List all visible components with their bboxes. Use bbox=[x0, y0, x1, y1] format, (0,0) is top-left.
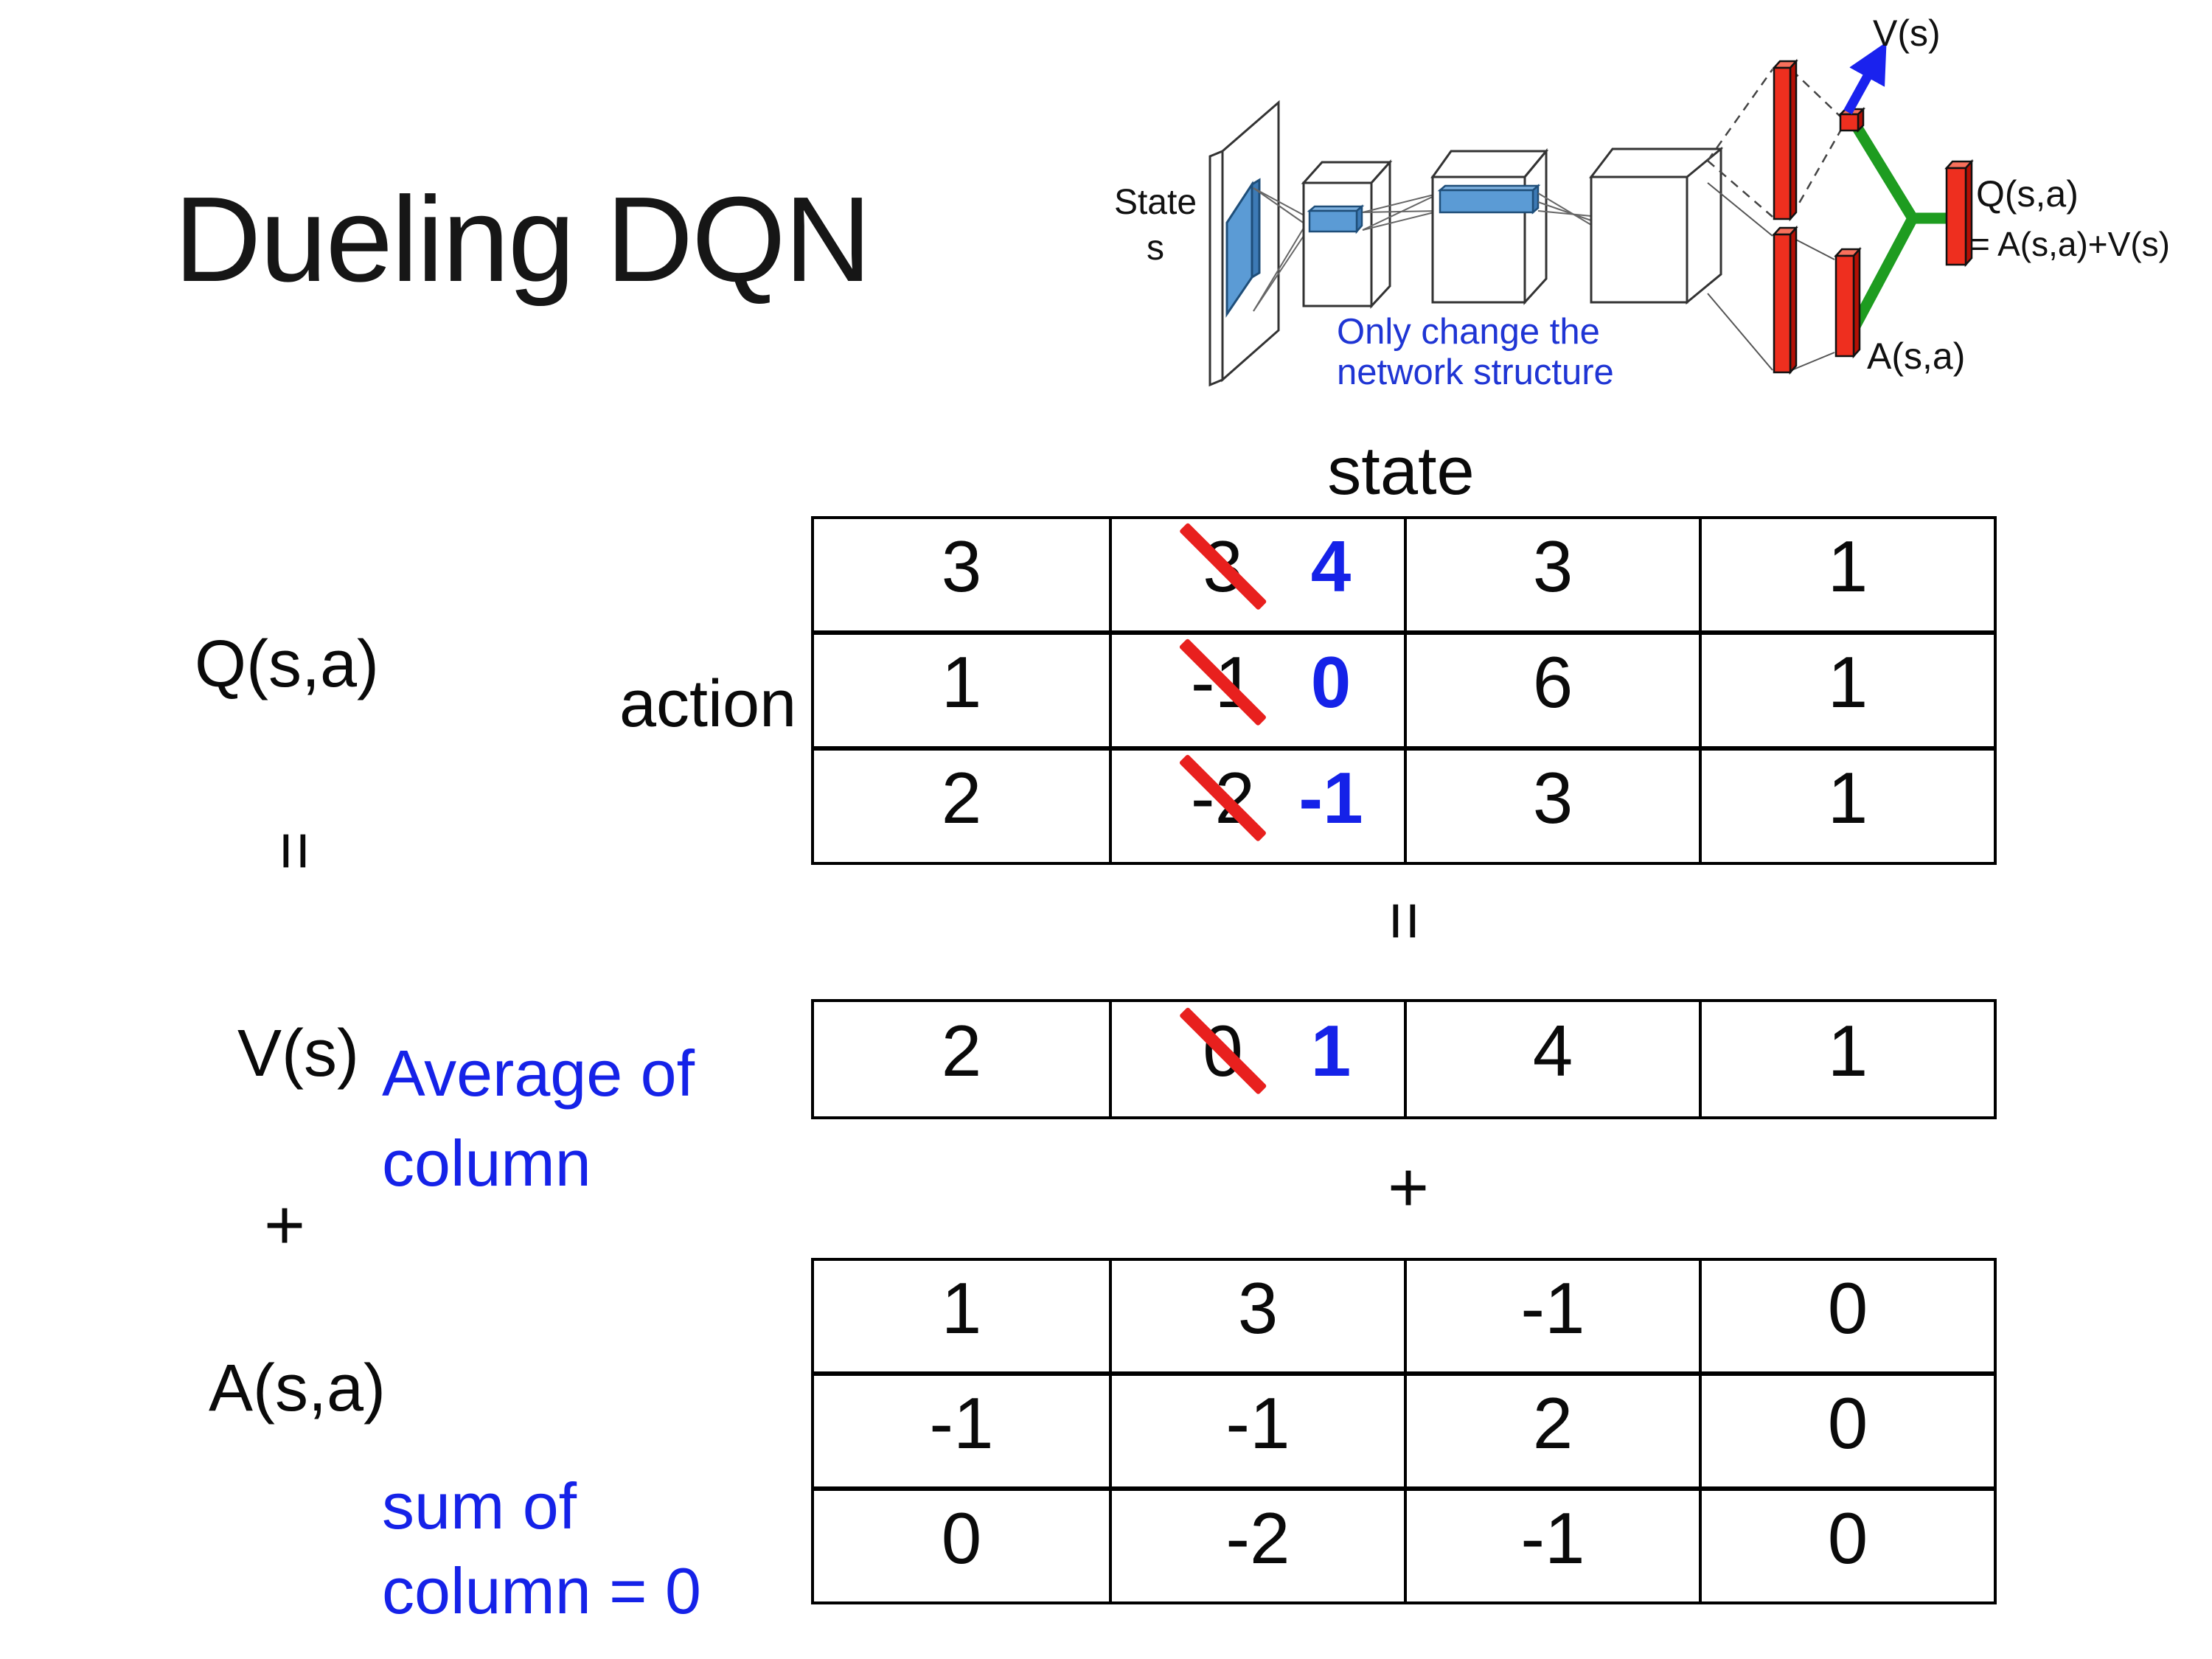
q-cell: 6 bbox=[1404, 635, 1699, 746]
fc-layer-bar-top bbox=[1772, 58, 1798, 222]
new-value: 4 bbox=[1310, 525, 1352, 607]
a-cell: -1 bbox=[929, 1382, 994, 1464]
fc-layer-bar-bottom bbox=[1772, 225, 1798, 375]
a-cell: 1 bbox=[941, 1267, 982, 1349]
plus-left: + bbox=[263, 1186, 306, 1265]
diagram-vs-label: V(s) bbox=[1873, 13, 1941, 54]
q-output-bar bbox=[1944, 159, 1974, 268]
conv-filter-patch bbox=[1225, 178, 1261, 318]
combine-link-green bbox=[1847, 116, 1948, 335]
fan-lines-2 bbox=[1362, 192, 1441, 231]
diagram-state-s: s bbox=[1147, 229, 1164, 268]
q-table-row: 1 -1 0 6 1 bbox=[814, 630, 1994, 746]
equals-center: = bbox=[1366, 901, 1442, 941]
a-cell: 2 bbox=[1404, 1376, 1699, 1486]
q-cell: 2 bbox=[941, 757, 982, 838]
advantage-stream-links bbox=[1707, 182, 1835, 371]
q-cell-replaced: -2 -1 bbox=[1109, 751, 1404, 862]
a-label: A(s,a) bbox=[209, 1352, 386, 1425]
a-cell: 0 bbox=[1699, 1491, 1994, 1601]
old-value: 0 bbox=[1203, 1009, 1243, 1091]
v-cell: 4 bbox=[1404, 1002, 1699, 1116]
value-node bbox=[1837, 106, 1866, 133]
diagram-state-label: State bbox=[1114, 183, 1197, 222]
new-value: -1 bbox=[1298, 757, 1363, 838]
a-cell: 0 bbox=[941, 1497, 982, 1579]
q-table: 3 3 4 3 1 1 -1 0 6 1 2 -2 -1 3 1 bbox=[811, 516, 1997, 865]
conv-feature-bar-2 bbox=[1437, 184, 1541, 215]
equals-left: = bbox=[257, 831, 333, 871]
v-cell: 1 bbox=[1699, 1002, 1994, 1116]
new-value: 1 bbox=[1310, 1009, 1352, 1091]
q-cell: 3 bbox=[1404, 519, 1699, 630]
average-note-line1: Average of bbox=[382, 1037, 695, 1110]
q-matrix-label: Q(s,a) bbox=[195, 627, 380, 701]
a-cell: 0 bbox=[1699, 1261, 1994, 1371]
a-table-row: 0 -2 -1 0 bbox=[814, 1486, 1994, 1601]
old-value: 3 bbox=[1203, 525, 1243, 607]
conv-box-1 bbox=[1301, 159, 1393, 309]
average-note: Average of column bbox=[382, 1029, 695, 1208]
v-table: 2 0 1 4 1 bbox=[811, 999, 1997, 1119]
q-cell: 3 bbox=[1404, 751, 1699, 862]
q-cell: 1 bbox=[1699, 751, 1994, 862]
slide-title: Dueling DQN bbox=[174, 172, 872, 307]
q-cell-replaced: 3 4 bbox=[1109, 519, 1404, 630]
q-cell: 3 bbox=[941, 526, 982, 607]
conv-box-2 bbox=[1430, 147, 1549, 305]
value-arrow bbox=[1843, 41, 1887, 115]
average-note-line2: column bbox=[382, 1127, 591, 1200]
state-column-header: state bbox=[1327, 434, 1475, 509]
q-cell-replaced: -1 0 bbox=[1109, 635, 1404, 746]
q-cell: 1 bbox=[1699, 635, 1994, 746]
fan-lines-1 bbox=[1253, 187, 1310, 312]
conv-feature-bar-1 bbox=[1307, 204, 1365, 234]
a-cell: -1 bbox=[1109, 1376, 1404, 1486]
sum-note: sum of column = 0 bbox=[382, 1464, 701, 1633]
a-cell: -1 bbox=[1404, 1491, 1699, 1601]
fan-lines-3 bbox=[1537, 192, 1592, 226]
diagram-note-line2: network structure bbox=[1337, 352, 1614, 392]
dueling-network-diagram: State s V(s) Q(s,a) = A(s,a)+V(s) A(s,a)… bbox=[1114, 13, 2170, 392]
v-cell: 2 bbox=[941, 1010, 982, 1091]
q-cell: 1 bbox=[941, 641, 982, 723]
value-stream-dashed-links bbox=[1706, 69, 1843, 218]
a-table: 1 3 -1 0 -1 -1 2 0 0 -2 -1 0 bbox=[811, 1258, 1997, 1604]
q-table-row: 2 -2 -1 3 1 bbox=[814, 746, 1994, 862]
v-label: V(s) bbox=[237, 1017, 359, 1091]
old-value: -1 bbox=[1190, 641, 1256, 723]
a-cell: -2 bbox=[1109, 1491, 1404, 1601]
sum-note-line1: sum of bbox=[382, 1470, 577, 1543]
plus-center: + bbox=[1387, 1148, 1430, 1227]
a-cell: 3 bbox=[1109, 1261, 1404, 1371]
diagram-a-label: A(s,a) bbox=[1867, 335, 1965, 377]
diagram-note-line1: Only change the bbox=[1337, 312, 1600, 352]
diagram-q-label-line1: Q(s,a) bbox=[1976, 173, 2079, 215]
v-table-row: 2 0 1 4 1 bbox=[814, 1002, 1994, 1116]
action-row-header: action bbox=[619, 667, 797, 741]
q-table-row: 3 3 4 3 1 bbox=[814, 519, 1994, 630]
a-table-row: 1 3 -1 0 bbox=[814, 1261, 1994, 1371]
fc-box bbox=[1588, 146, 1724, 305]
diagram-q-label-line2: = A(s,a)+V(s) bbox=[1970, 225, 2170, 263]
old-value: -2 bbox=[1190, 757, 1256, 838]
q-cell: 1 bbox=[1699, 519, 1994, 630]
advantage-bar bbox=[1834, 246, 1862, 359]
new-value: 0 bbox=[1310, 641, 1352, 723]
v-cell-replaced: 0 1 bbox=[1109, 1002, 1404, 1116]
a-cell: 0 bbox=[1699, 1376, 1994, 1486]
a-table-row: -1 -1 2 0 bbox=[814, 1371, 1994, 1486]
sum-note-line2: column = 0 bbox=[382, 1554, 701, 1627]
a-cell: -1 bbox=[1404, 1261, 1699, 1371]
